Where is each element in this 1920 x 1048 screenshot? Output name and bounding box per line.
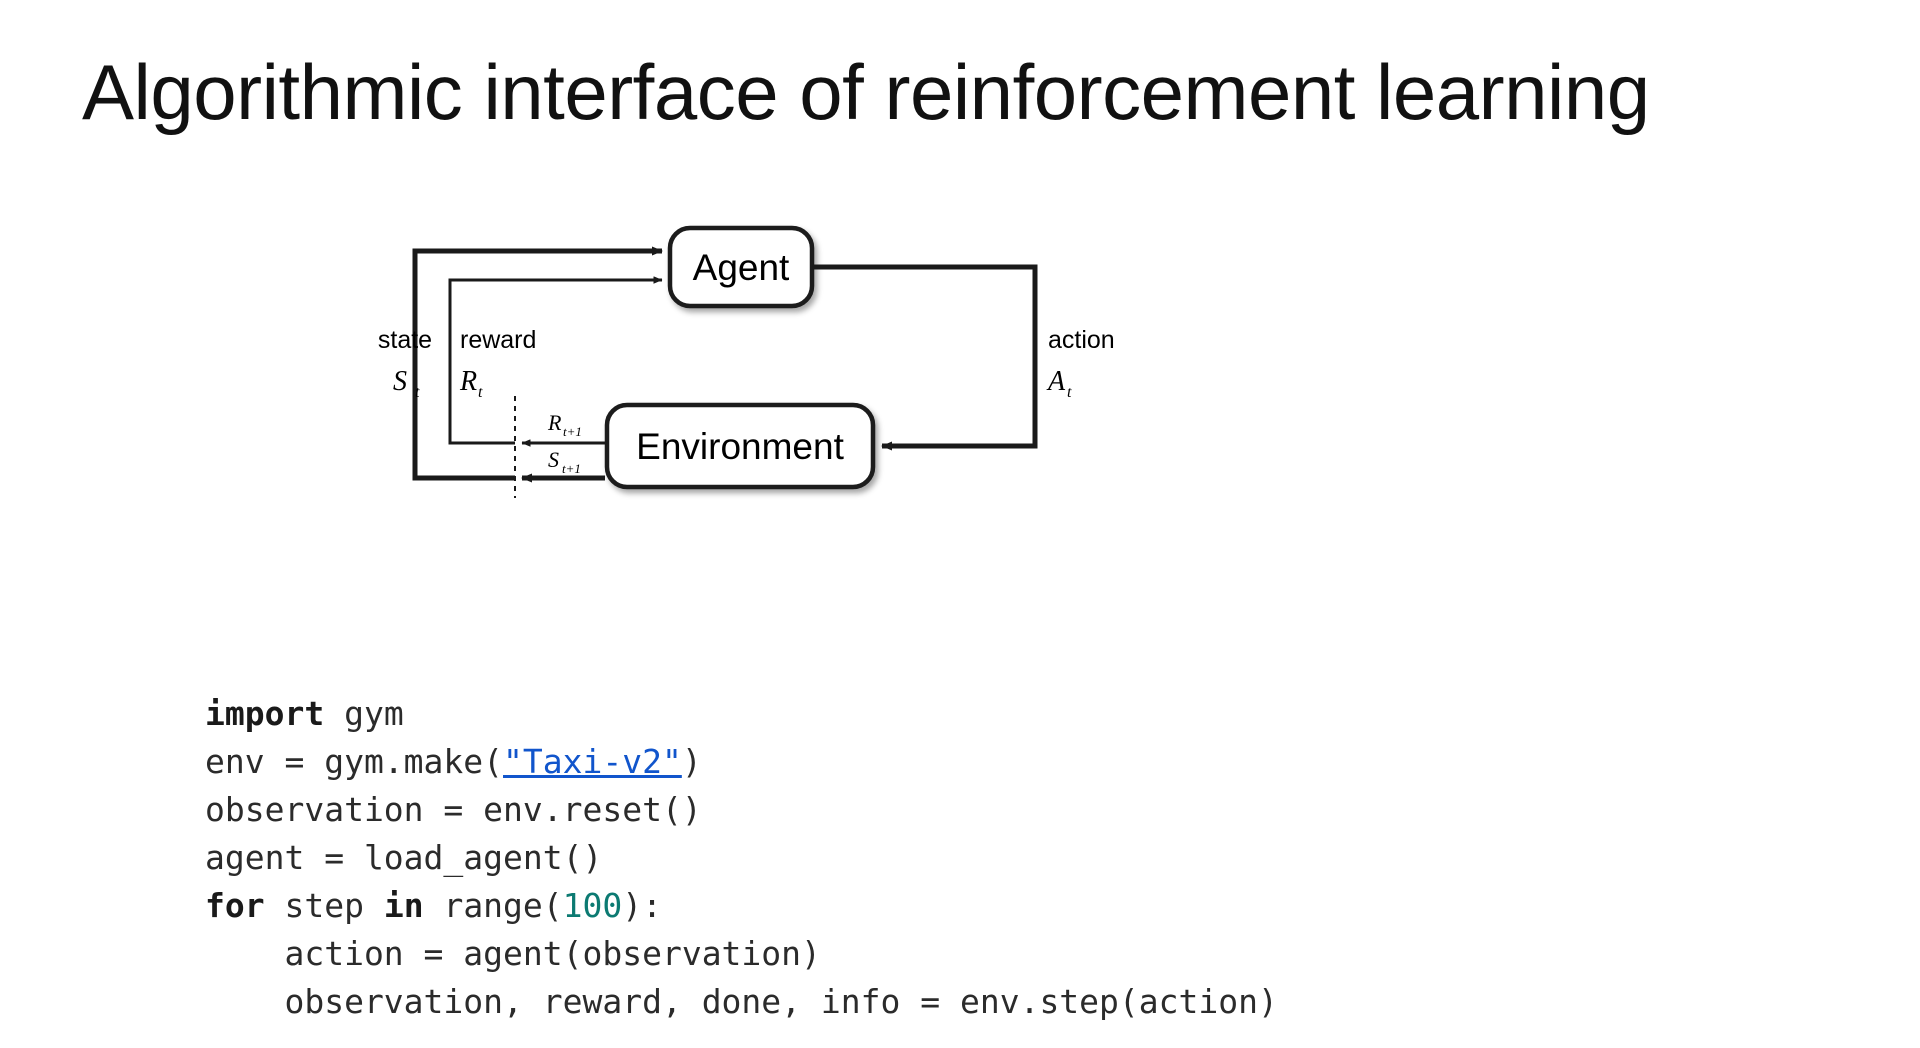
next-state-label: S t+1 (548, 447, 581, 476)
action-label: action A t (1046, 326, 1115, 401)
next-state-symbol: S (548, 447, 559, 472)
environment-box-label: Environment (636, 426, 844, 467)
state-label-word: state (378, 326, 432, 354)
code-line: observation, reward, done, info = env.st… (205, 978, 1278, 1026)
next-reward-symbol: R (547, 410, 562, 435)
next-reward-subscript: t+1 (563, 424, 582, 439)
rl-loop-diagram-svg: Agent Environment state S t reward R (378, 225, 1115, 498)
state-label: state S t (378, 326, 432, 401)
reward-label-word: reward (460, 326, 536, 354)
code-keyword: in (383, 886, 424, 925)
next-reward-label: R t+1 (547, 410, 582, 439)
code-number: 100 (562, 886, 623, 925)
action-label-symbol: A (1046, 366, 1066, 397)
state-label-subscript: t (415, 384, 420, 401)
action-label-word: action (1048, 326, 1115, 354)
state-feedback-path (412, 246, 663, 481)
reward-feedback-path (448, 276, 663, 445)
code-text: agent = load_agent() (205, 838, 603, 877)
reward-label-subscript: t (478, 384, 483, 401)
code-text: ) (681, 742, 702, 781)
code-line: observation = env.reset() (205, 786, 1278, 834)
code-line: for step in range(100): (205, 882, 1278, 930)
code-keyword: for (205, 886, 265, 925)
code-text: observation = env.reset() (205, 790, 702, 829)
code-text: step (264, 886, 384, 925)
code-text: action = agent(observation) (205, 934, 821, 973)
environment-box-shape (604, 402, 876, 490)
reward-label-symbol: R (459, 366, 477, 397)
code-text: observation, reward, done, info = env.st… (205, 982, 1278, 1021)
next-state-subscript: t+1 (562, 461, 581, 476)
action-path (812, 264, 1038, 451)
reward-label: reward R t (459, 326, 536, 401)
code-text: gym (324, 694, 404, 733)
rl-loop-diagram: Agent Environment state S t reward R (370, 200, 1190, 530)
environment-box: Environment (604, 402, 876, 490)
page-title: Algorithmic interface of reinforcement l… (82, 48, 1650, 136)
agent-box: Agent (667, 225, 815, 309)
action-label-subscript: t (1067, 384, 1072, 401)
code-line: agent = load_agent() (205, 834, 1278, 882)
code-line: env = gym.make("Taxi-v2") (205, 738, 1278, 786)
state-label-symbol: S (393, 366, 407, 397)
code-keyword: import (205, 694, 325, 733)
agent-box-label: Agent (693, 247, 790, 288)
code-text: env = gym.make( (205, 742, 504, 781)
code-line: action = agent(observation) (205, 930, 1278, 978)
code-line: import gym (205, 690, 1278, 738)
code-text: range( (423, 886, 563, 925)
code-link-taxi-v2[interactable]: "Taxi-v2" (503, 742, 682, 781)
code-text: ): (622, 886, 663, 925)
